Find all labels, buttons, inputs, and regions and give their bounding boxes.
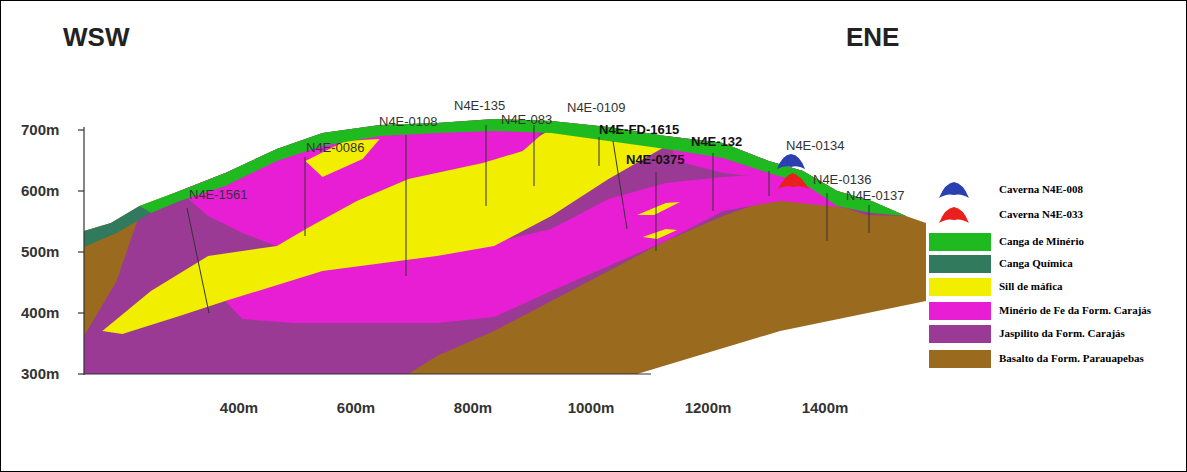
chemical-canga-unit [84, 206, 151, 247]
legend-text: Caverna N4E-033 [999, 208, 1083, 221]
legend-text: Canga de Minério [999, 235, 1084, 248]
distance-tick: 1000m [568, 399, 615, 416]
cave-shape [939, 207, 969, 223]
section-shape [78, 190, 84, 191]
section-shape [406, 135, 407, 276]
section-shape [534, 125, 535, 186]
drillhole-name: N4E-0108 [379, 115, 438, 130]
drillhole-name: N4E-0109 [567, 101, 626, 116]
mafic-sill-lens [305, 139, 379, 177]
section-shape [827, 193, 828, 241]
legend-swatch [929, 302, 991, 320]
cave-shape [939, 182, 969, 198]
legend-swatch [929, 325, 991, 343]
section-shape [486, 125, 487, 206]
drill-holes [187, 125, 869, 313]
drillhole-name: N4E-0375 [626, 153, 685, 168]
direction-label: WSW [63, 23, 129, 53]
section-shape [656, 172, 657, 251]
legend-text: Jaspilito da Form. Carajás [999, 327, 1125, 340]
drillhole-name: N4E-132 [691, 135, 742, 150]
legend-text: Canga Química [999, 257, 1073, 270]
mafic-sill-unit [102, 129, 671, 334]
drillhole-name: N4E-0086 [306, 141, 365, 156]
distance-tick: 1400m [802, 399, 849, 416]
cave-blue [777, 154, 805, 169]
section-shape [78, 312, 84, 313]
section-shape [305, 157, 306, 236]
legend-text: Minério de Fe da Form. Carajás [999, 304, 1151, 317]
elevation-tick: 700m [21, 121, 59, 138]
drillhole-name: N4E-135 [454, 99, 505, 114]
ore-canga-unit [139, 119, 905, 216]
distance-tick: 400m [220, 399, 258, 416]
drillhole-name: N4E-0136 [813, 173, 872, 188]
mafic-sill-lens [345, 197, 388, 215]
section-shape [78, 129, 84, 130]
legend-text: Basalto da Form. Parauapebas [999, 352, 1144, 365]
cave-symbol [937, 181, 971, 199]
section-shape [187, 208, 209, 313]
legend-text: Sill de máfica [999, 280, 1063, 293]
drillhole-name: N4E-1561 [189, 188, 248, 203]
drillhole-name: N4E-0134 [786, 139, 845, 154]
section-shape [769, 171, 770, 196]
section-shape [78, 373, 84, 374]
elevation-tick: 400m [21, 304, 59, 321]
mafic-sill-lens [637, 202, 680, 215]
distance-tick: 600m [337, 399, 375, 416]
legend-swatch [929, 255, 991, 273]
legend-swatch [929, 350, 991, 368]
drillhole-name: N4E-FD-1615 [599, 123, 679, 138]
direction-label: ENE [846, 23, 899, 53]
legend-text: Caverna N4E-008 [999, 183, 1083, 196]
section-shape [78, 251, 84, 252]
geology [84, 119, 926, 374]
mafic-sill-lens [643, 229, 677, 239]
legend-swatch [929, 278, 991, 296]
drillhole-name: N4E-083 [501, 113, 552, 128]
drillhole-name: N4E-0137 [846, 189, 905, 204]
elevation-tick: 500m [21, 243, 59, 260]
section-shape [869, 205, 870, 233]
section-shape [599, 137, 600, 166]
elevation-tick: 600m [21, 182, 59, 199]
legend-swatch [929, 233, 991, 251]
section-shape [83, 127, 84, 375]
cave-symbol [937, 206, 971, 224]
section-shape [713, 153, 714, 211]
basalt-unit [84, 119, 926, 374]
section-shape [84, 373, 651, 374]
jaspilite-unit [84, 119, 906, 374]
distance-tick: 1200m [685, 399, 732, 416]
elevation-tick: 300m [21, 365, 59, 382]
cave-red [778, 173, 809, 189]
distance-tick: 800m [454, 399, 492, 416]
section-shape [613, 141, 627, 229]
axes [78, 127, 651, 375]
